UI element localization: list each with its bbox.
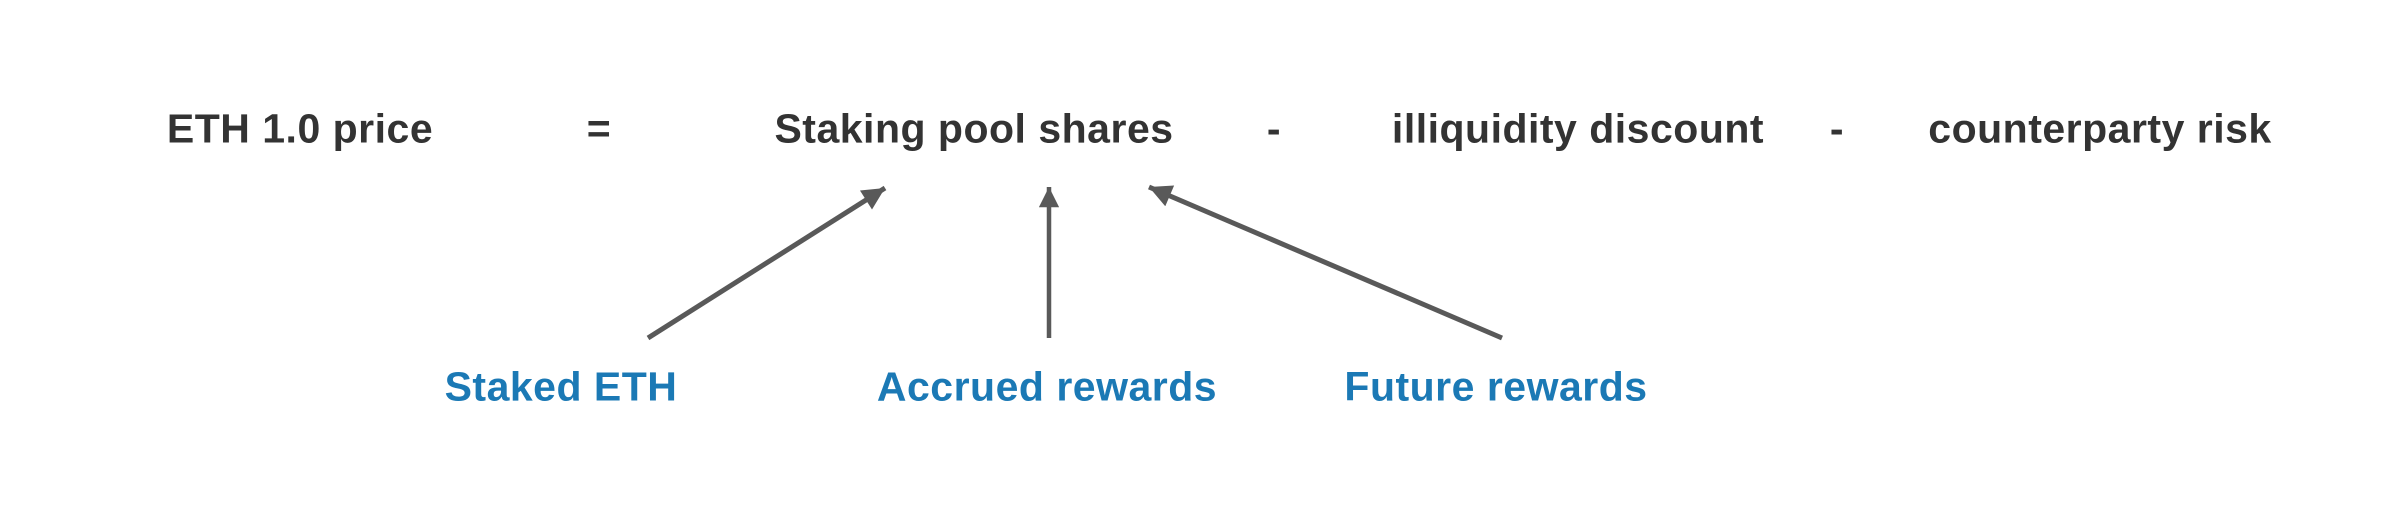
equals-operator: = — [586, 105, 612, 152]
equation-term-staking-pool-shares: Staking pool shares — [774, 105, 1174, 152]
equation-term-eth-price: ETH 1.0 price — [166, 105, 434, 152]
arrow-future-rewards — [1148, 184, 1503, 341]
minus-operator-1: - — [1266, 105, 1282, 152]
equation-term-counterparty-risk: counterparty risk — [1928, 105, 2272, 152]
minus-operator-2: - — [1829, 105, 1845, 152]
equation-term-illiquidity-discount: illiquidity discount — [1391, 105, 1765, 152]
label-staked-eth: Staked ETH — [444, 363, 678, 410]
arrow-staked-eth — [646, 185, 887, 341]
label-future-rewards: Future rewards — [1344, 363, 1648, 410]
label-accrued-rewards: Accrued rewards — [876, 363, 1218, 410]
